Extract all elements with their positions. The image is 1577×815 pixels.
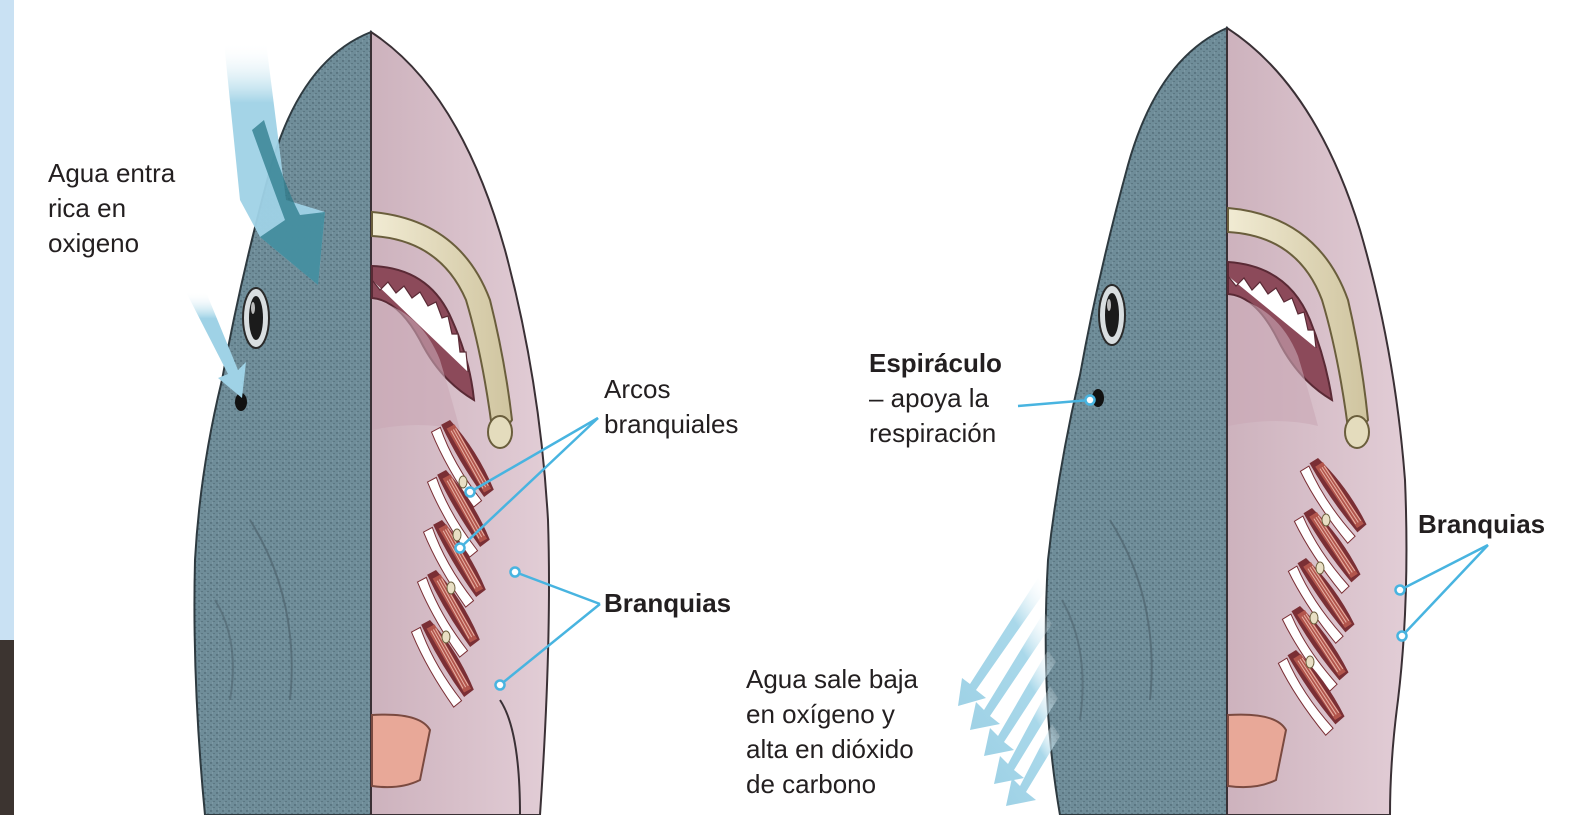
right-shark-head [1046, 28, 1407, 815]
water-out-line-3: alta en dióxido [746, 732, 918, 767]
left-eye [243, 288, 269, 348]
right-eye [1099, 285, 1125, 345]
spiracle-title: Espiráculo [869, 346, 1002, 381]
water-in-line-2: rica en [48, 191, 175, 226]
water-in-line-3: oxigeno [48, 226, 175, 261]
water-out-line-1: Agua sale baja [746, 662, 918, 697]
page-edge-dark [0, 640, 14, 815]
right-gills-label: Branquias [1418, 507, 1545, 542]
water-out-arrows [958, 578, 1060, 806]
water-in-label: Agua entra rica en oxigeno [48, 156, 175, 261]
gill-arches-label: Arcos branquiales [604, 372, 738, 442]
water-out-line-4: de carbono [746, 767, 918, 802]
left-gills-label: Branquias [604, 586, 731, 621]
water-in-line-1: Agua entra [48, 156, 175, 191]
water-out-label: Agua sale baja en oxígeno y alta en dióx… [746, 662, 918, 802]
water-out-line-2: en oxígeno y [746, 697, 918, 732]
spiracle-desc-line-2: respiración [869, 416, 1002, 451]
spiracle-desc-line-1: – apoya la [869, 381, 1002, 416]
gill-arches-line-1: Arcos [604, 372, 738, 407]
gill-arches-line-2: branquiales [604, 407, 738, 442]
pointer-right-gill-1 [1400, 545, 1488, 590]
spiracle-label: Espiráculo – apoya la respiración [869, 346, 1002, 451]
pointer-right-gill-2 [1402, 545, 1488, 636]
